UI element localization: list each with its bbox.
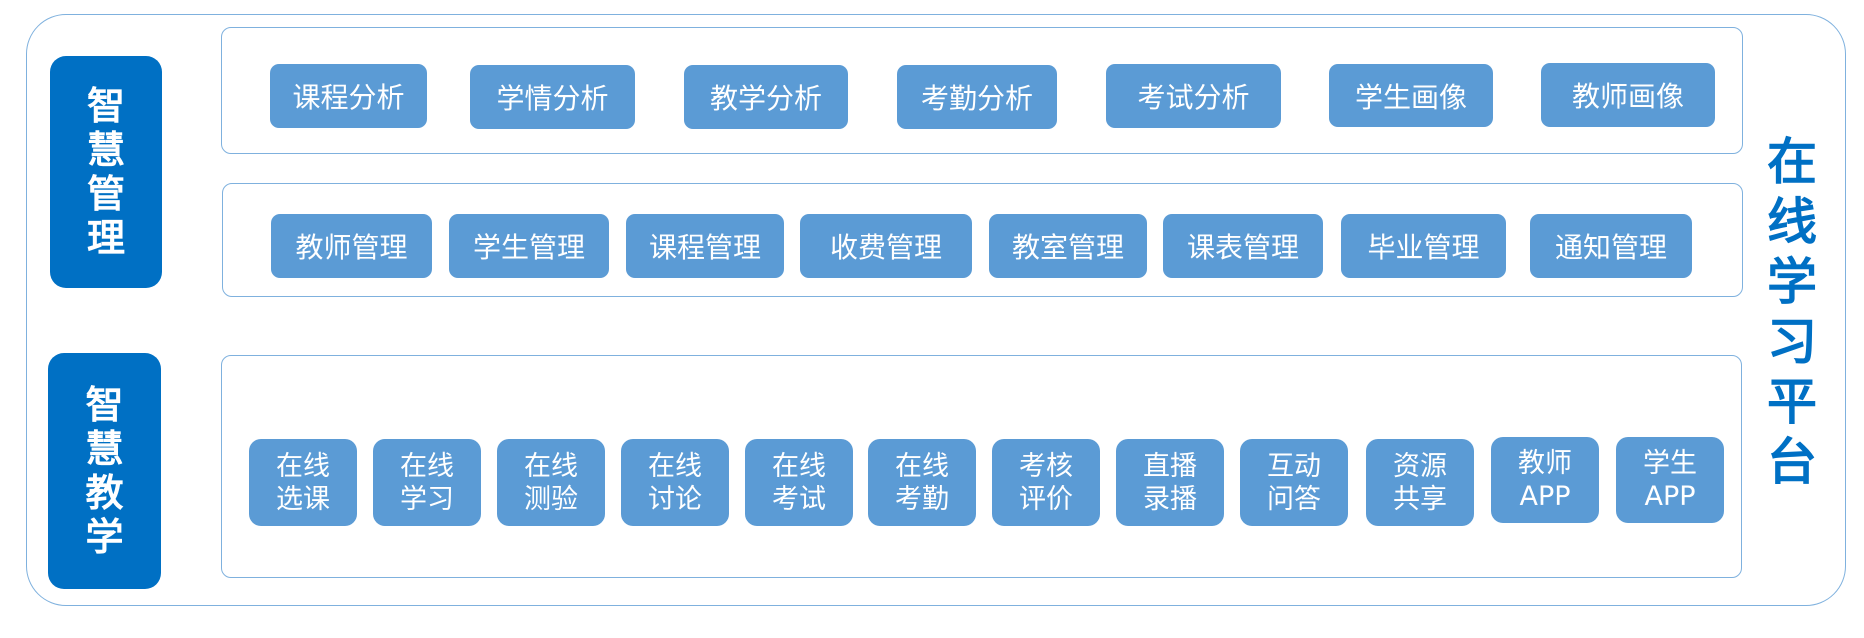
button-line-1: 在线 (772, 450, 826, 482)
live-recorded-button[interactable]: 直播 录播 (1116, 439, 1224, 526)
smart-teaching-char-4: 学 (85, 515, 124, 559)
smart-teaching-char-3: 教 (85, 471, 124, 515)
classroom-management-button[interactable]: 教室管理 (989, 214, 1147, 278)
exam-analysis-button[interactable]: 考试分析 (1106, 64, 1281, 128)
online-quiz-button[interactable]: 在线 测验 (497, 439, 605, 526)
teacher-management-button[interactable]: 教师管理 (271, 214, 432, 278)
teacher-app-button[interactable]: 教师 APP (1491, 437, 1599, 523)
assessment-evaluation-button[interactable]: 考核 评价 (992, 439, 1100, 526)
platform-title-char-2: 线 (1767, 193, 1817, 251)
course-management-button[interactable]: 课程管理 (626, 214, 784, 278)
online-course-selection-button[interactable]: 在线 选课 (249, 439, 357, 526)
smart-teaching-char-1: 智 (85, 383, 124, 427)
smart-management-char-2: 慧 (86, 128, 125, 172)
button-line-1: 互动 (1267, 450, 1321, 482)
button-line-1: 直播 (1143, 450, 1197, 482)
online-exam-button[interactable]: 在线 考试 (745, 439, 853, 526)
button-line-1: 考核 (1019, 450, 1073, 482)
platform-title-char-3: 学 (1767, 253, 1817, 311)
interactive-qa-button[interactable]: 互动 问答 (1240, 439, 1348, 526)
online-discussion-button[interactable]: 在线 讨论 (621, 439, 729, 526)
teaching-analysis-button[interactable]: 教学分析 (684, 65, 848, 129)
attendance-analysis-button[interactable]: 考勤分析 (897, 65, 1057, 129)
student-management-button[interactable]: 学生管理 (449, 214, 609, 278)
fee-management-button[interactable]: 收费管理 (800, 214, 972, 278)
platform-title-char-1: 在 (1767, 133, 1817, 191)
online-learning-button[interactable]: 在线 学习 (373, 439, 481, 526)
graduation-management-button[interactable]: 毕业管理 (1341, 214, 1506, 278)
teacher-profile-button[interactable]: 教师画像 (1541, 63, 1715, 127)
smart-management-char-3: 管 (86, 172, 125, 216)
button-line-2: APP (1644, 481, 1696, 512)
button-line-2: 讨论 (648, 483, 702, 515)
resource-sharing-button[interactable]: 资源 共享 (1366, 439, 1474, 526)
teaching-panel (221, 355, 1742, 578)
button-line-2: 录播 (1143, 483, 1197, 515)
button-line-2: 考勤 (895, 483, 949, 515)
smart-management-label: 智 慧 管 理 (50, 56, 162, 288)
button-line-2: 测验 (524, 483, 578, 515)
smart-management-char-1: 智 (86, 84, 125, 128)
button-line-2: 共享 (1393, 483, 1447, 515)
button-line-2: 选课 (276, 483, 330, 515)
platform-title-char-6: 台 (1767, 433, 1817, 491)
button-line-1: 在线 (276, 450, 330, 482)
button-line-2: 考试 (772, 483, 826, 515)
smart-management-char-4: 理 (86, 216, 125, 260)
online-attendance-button[interactable]: 在线 考勤 (868, 439, 976, 526)
online-learning-platform-title: 在 线 学 习 平 台 (1762, 132, 1822, 492)
button-line-1: 在线 (524, 450, 578, 482)
button-line-2: 问答 (1267, 483, 1321, 515)
platform-frame (26, 14, 1846, 606)
button-line-1: 教师 (1518, 448, 1572, 479)
button-line-1: 在线 (400, 450, 454, 482)
smart-teaching-label: 智 慧 教 学 (48, 353, 161, 589)
button-line-2: 学习 (400, 483, 454, 515)
button-line-1: 在线 (648, 450, 702, 482)
button-line-1: 在线 (895, 450, 949, 482)
course-analysis-button[interactable]: 课程分析 (270, 64, 427, 128)
smart-teaching-char-2: 慧 (85, 427, 124, 471)
button-line-2: 评价 (1019, 483, 1073, 515)
button-line-2: APP (1519, 481, 1571, 512)
platform-title-char-5: 平 (1767, 373, 1817, 431)
button-line-1: 学生 (1643, 448, 1697, 479)
button-line-1: 资源 (1393, 450, 1447, 482)
notice-management-button[interactable]: 通知管理 (1530, 214, 1692, 278)
student-profile-button[interactable]: 学生画像 (1329, 64, 1493, 127)
platform-title-char-4: 习 (1767, 313, 1817, 371)
schedule-management-button[interactable]: 课表管理 (1163, 214, 1323, 278)
student-app-button[interactable]: 学生 APP (1616, 437, 1724, 523)
learning-analysis-button[interactable]: 学情分析 (470, 65, 635, 129)
